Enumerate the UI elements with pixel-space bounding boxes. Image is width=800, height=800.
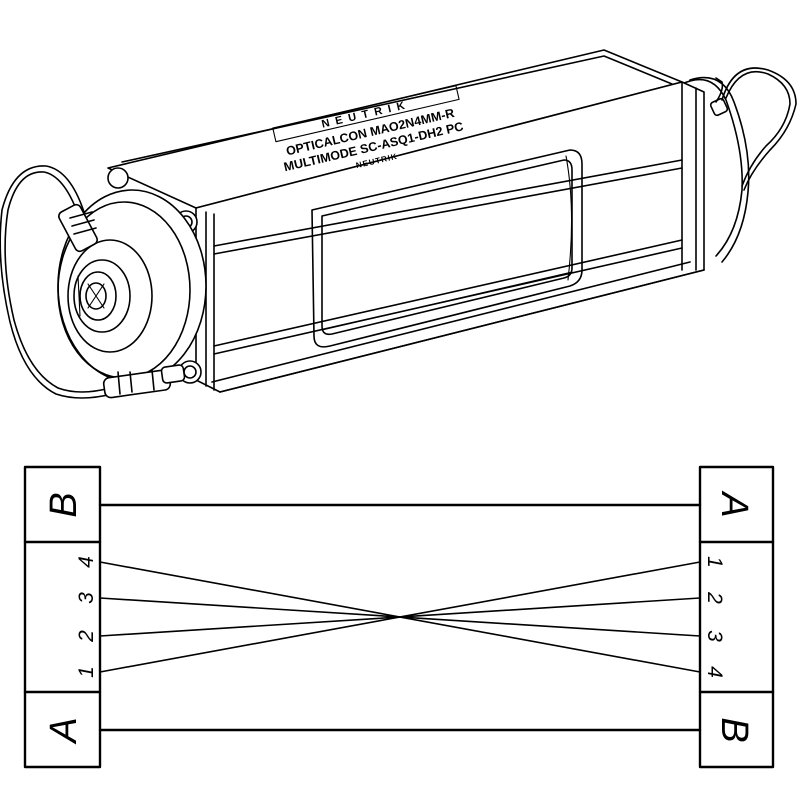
left-fiber-2: 2 [75, 630, 98, 643]
housing [107, 49, 705, 393]
right-fiber-2: 2 [703, 591, 726, 604]
right-fiber-4: 4 [703, 666, 726, 678]
wires [98, 503, 702, 732]
left-top-label: B [43, 492, 85, 517]
right-bottom-label: B [713, 717, 755, 742]
left-bottom-label: A [43, 717, 85, 744]
fiber-line-1-to-4 [99, 561, 701, 673]
left-connector-block [23, 465, 102, 769]
rear-cap [681, 67, 797, 263]
left-fiber-1: 1 [75, 666, 98, 678]
left-fiber-3: 3 [75, 592, 98, 604]
left-lanyard [0, 165, 186, 399]
wiring-diagram: B A 4 3 2 1 A B 1 2 3 4 [23, 465, 775, 769]
neutrik-logo [272, 85, 460, 143]
right-connector-block [698, 465, 775, 769]
right-fiber-3: 3 [703, 630, 726, 642]
left-fiber-4: 4 [75, 556, 98, 568]
right-top-label: A [713, 490, 755, 517]
connector-illustration: NEUTRIK OPTICALCON MAO2N4MM-R MULTIMODE … [0, 49, 797, 399]
right-fiber-1: 1 [703, 556, 726, 568]
